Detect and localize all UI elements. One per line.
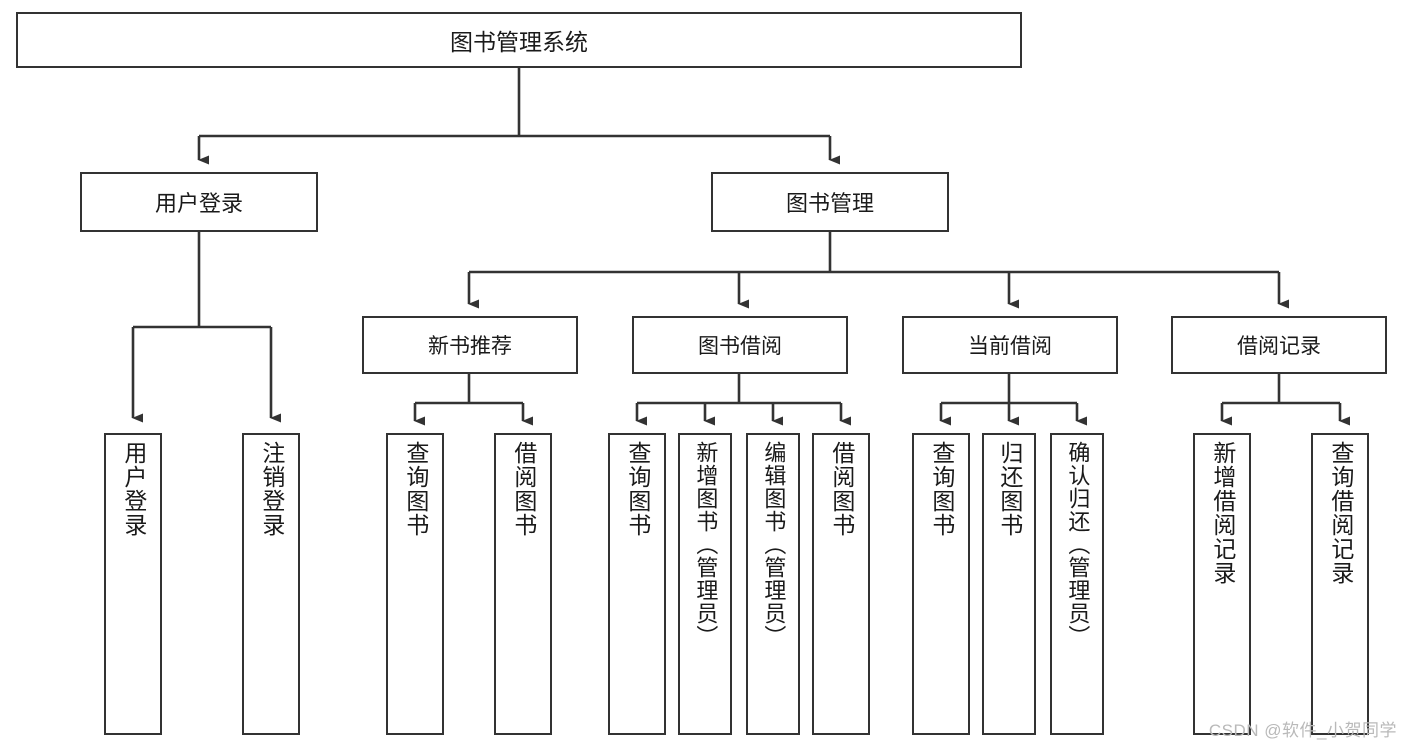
leaf-add-borrow-record-label: 新增借阅记录 [1209, 441, 1236, 585]
watermark-text: CSDN @软件_小贺同学 [1208, 721, 1397, 740]
node-borrow-record-label: 借阅记录 [1237, 335, 1321, 358]
leaf-user-login-label: 用户登录 [120, 441, 147, 537]
leaf-add-book-admin[interactable]: 新增图书（管理员） [678, 433, 732, 735]
leaf-edit-book-admin[interactable]: 编辑图书（管理员） [746, 433, 800, 735]
node-new-book-recommend[interactable]: 新书推荐 [362, 316, 578, 374]
leaf-logout[interactable]: 注销登录 [242, 433, 300, 735]
leaf-borrow-book[interactable]: 借阅图书 [812, 433, 870, 735]
node-root[interactable]: 图书管理系统 [16, 12, 1022, 68]
leaf-query-book-borrow[interactable]: 查询图书 [608, 433, 666, 735]
leaf-query-book-current-label: 查询图书 [928, 441, 955, 537]
leaf-add-borrow-record[interactable]: 新增借阅记录 [1193, 433, 1251, 735]
leaf-logout-label: 注销登录 [258, 441, 285, 537]
node-borrow-record[interactable]: 借阅记录 [1171, 316, 1387, 374]
leaf-user-login[interactable]: 用户登录 [104, 433, 162, 735]
leaf-query-borrow-record-label: 查询借阅记录 [1327, 441, 1354, 585]
leaf-return-book[interactable]: 归还图书 [982, 433, 1036, 735]
node-root-label: 图书管理系统 [450, 29, 588, 55]
leaf-borrow-book-label: 借阅图书 [828, 441, 855, 537]
leaf-query-book-current[interactable]: 查询图书 [912, 433, 970, 735]
leaf-query-borrow-record[interactable]: 查询借阅记录 [1311, 433, 1369, 735]
leaf-return-book-label: 归还图书 [996, 441, 1023, 537]
leaf-add-book-admin-label: 新增图书（管理员） [693, 441, 719, 648]
leaf-query-book-recommend-label: 查询图书 [402, 441, 429, 537]
leaf-query-book-recommend[interactable]: 查询图书 [386, 433, 444, 735]
node-book-borrow-label: 图书借阅 [698, 335, 782, 358]
node-user-login[interactable]: 用户登录 [80, 172, 318, 232]
leaf-borrow-book-recommend[interactable]: 借阅图书 [494, 433, 552, 735]
node-book-management-label: 图书管理 [785, 191, 874, 216]
node-new-book-recommend-label: 新书推荐 [428, 335, 512, 358]
node-current-borrow-label: 当前借阅 [968, 335, 1052, 358]
node-book-management[interactable]: 图书管理 [711, 172, 949, 232]
leaf-edit-book-admin-label: 编辑图书（管理员） [761, 441, 787, 648]
node-book-borrow[interactable]: 图书借阅 [632, 316, 848, 374]
node-current-borrow[interactable]: 当前借阅 [902, 316, 1118, 374]
node-user-login-label: 用户登录 [154, 191, 243, 216]
leaf-confirm-return-admin-label: 确认归还（管理员） [1065, 441, 1091, 648]
leaf-borrow-book-recommend-label: 借阅图书 [510, 441, 537, 537]
leaf-confirm-return-admin[interactable]: 确认归还（管理员） [1050, 433, 1104, 735]
leaf-query-book-borrow-label: 查询图书 [624, 441, 651, 537]
